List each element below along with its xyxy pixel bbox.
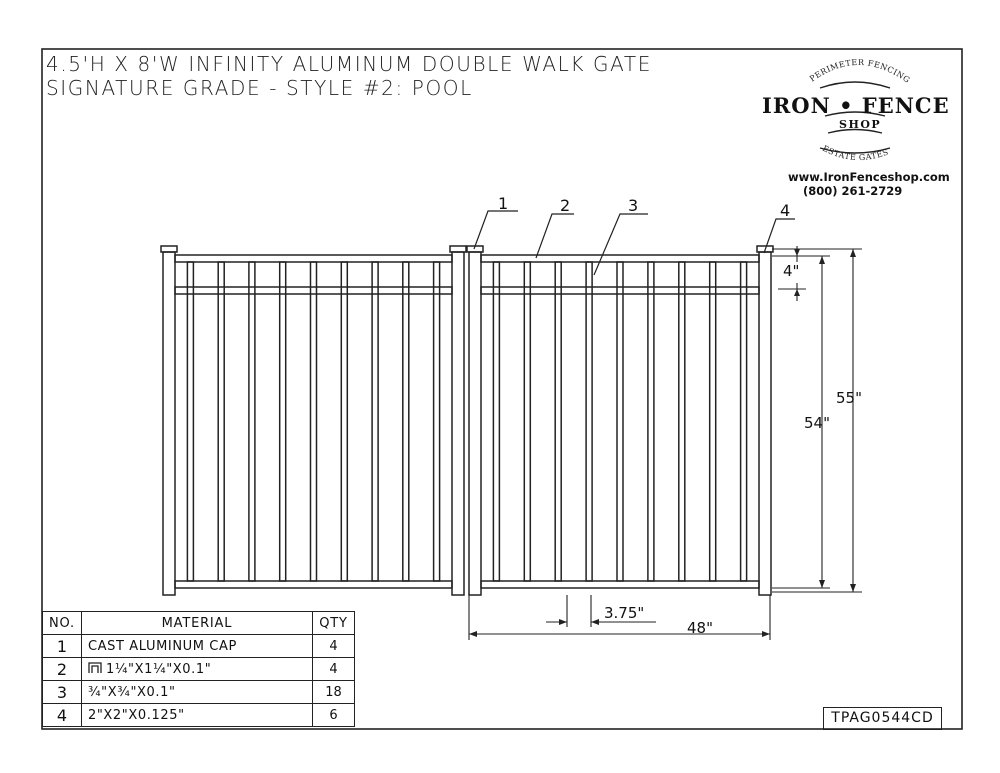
bom-no: 4 <box>42 703 82 727</box>
picket <box>585 261 593 582</box>
left-gate-outer-cap <box>160 245 178 253</box>
callout-3-leader <box>593 213 648 276</box>
bom-no: 2 <box>42 657 82 681</box>
dimension-arrows <box>469 249 856 637</box>
bom-qty: 18 <box>311 680 355 704</box>
bom-qty: 4 <box>311 657 355 681</box>
left-gate <box>160 245 467 596</box>
dim-picket-height: 54" <box>804 414 830 432</box>
bom-material: 1¼"X1¼"X0.1" <box>105 661 212 677</box>
phone-number: (800) 261-2729 <box>803 184 903 198</box>
bom-row: 4 2"X2"X0.125" 6 <box>42 703 355 727</box>
website-link[interactable]: www.IronFenceshop.com <box>788 170 950 184</box>
left-gate-outer-post <box>162 251 176 596</box>
callout-1-label: 1 <box>498 194 509 213</box>
left-gate-inner-post <box>451 251 465 596</box>
logo-arc-top: PERIMETER FENCING <box>808 58 912 85</box>
right-gate-top-rail <box>480 254 760 263</box>
logo-sub-text: SHOP <box>839 118 882 131</box>
bom-no: 1 <box>42 634 82 658</box>
bom-header-qty: QTY <box>311 611 355 635</box>
drawing-subtitle: SIGNATURE GRADE - STYLE #2: POOL <box>46 76 473 100</box>
bom-qty: 6 <box>311 703 355 727</box>
picket <box>309 261 318 582</box>
callout-4-label: 4 <box>780 201 791 220</box>
callout-4-leader <box>763 218 795 254</box>
right-gate-hinge-post <box>468 251 482 596</box>
callout-leaders <box>473 210 795 276</box>
picket <box>616 261 624 582</box>
picket <box>402 261 410 582</box>
bom-header-material: MATERIAL <box>80 611 313 635</box>
picket <box>186 261 195 582</box>
picket <box>371 261 379 582</box>
bom-row: 2 1¼"X1¼"X0.1" 4 <box>42 657 355 681</box>
right-gate <box>466 245 774 596</box>
left-gate-top-rail <box>174 254 453 263</box>
bom-material: 2"X2"X0.125" <box>80 703 313 727</box>
picket <box>278 261 287 582</box>
dim-overall-height: 55" <box>836 389 862 407</box>
right-gate-second-rail <box>480 286 760 295</box>
drawing-border <box>41 48 963 730</box>
left-gate-second-rail <box>174 286 453 295</box>
bom-no: 3 <box>42 680 82 704</box>
picket <box>432 261 441 582</box>
dim-gate-width: 48" <box>687 619 713 637</box>
bill-of-materials: NO. MATERIAL QTY 1 CAST ALUMINUM CAP 4 2… <box>42 611 355 727</box>
picket <box>708 261 717 582</box>
logo-emblem <box>819 81 891 154</box>
picket <box>492 261 501 582</box>
picket <box>647 261 655 582</box>
callout-2-leader <box>535 213 574 259</box>
bom-qty: 4 <box>311 634 355 658</box>
callout-1-leader <box>473 210 518 250</box>
drawing-number: TPAG0544CD <box>823 707 942 730</box>
logo-arc-bottom: ESTATE GATES <box>821 144 890 162</box>
bom-row: 1 CAST ALUMINUM CAP 4 <box>42 634 355 658</box>
dim-rail-gap: 4" <box>783 262 800 280</box>
logo-main-text: IRON • FENCE <box>762 93 950 118</box>
callout-3-label: 3 <box>628 196 639 215</box>
bom-header-no: NO. <box>42 611 82 635</box>
picket <box>523 261 532 582</box>
picket <box>248 261 256 582</box>
bom-row: 3 ¾"X¾"X0.1" 18 <box>42 680 355 704</box>
picket <box>340 261 349 582</box>
right-gate-pickets <box>492 261 748 582</box>
callout-2-label: 2 <box>560 196 571 215</box>
dim-picket-spacing: 3.75" <box>604 604 645 622</box>
picket <box>678 261 686 582</box>
bom-material-cell: 1¼"X1¼"X0.1" <box>80 657 313 681</box>
drawing-title: 4.5'H X 8'W INFINITY ALUMINUM DOUBLE WAL… <box>46 52 652 76</box>
bom-header-row: NO. MATERIAL QTY <box>42 611 355 635</box>
left-gate-pickets <box>186 261 441 582</box>
picket <box>554 261 562 582</box>
bom-material: ¾"X¾"X0.1" <box>80 680 313 704</box>
picket <box>217 261 225 582</box>
picket <box>739 261 748 582</box>
bom-material: CAST ALUMINUM CAP <box>80 634 313 658</box>
right-gate-latch-post <box>758 251 772 596</box>
right-gate-bottom-rail <box>480 580 760 589</box>
u-channel-icon <box>88 661 102 673</box>
left-gate-inner-cap <box>449 245 467 253</box>
left-gate-bottom-rail <box>174 580 453 589</box>
